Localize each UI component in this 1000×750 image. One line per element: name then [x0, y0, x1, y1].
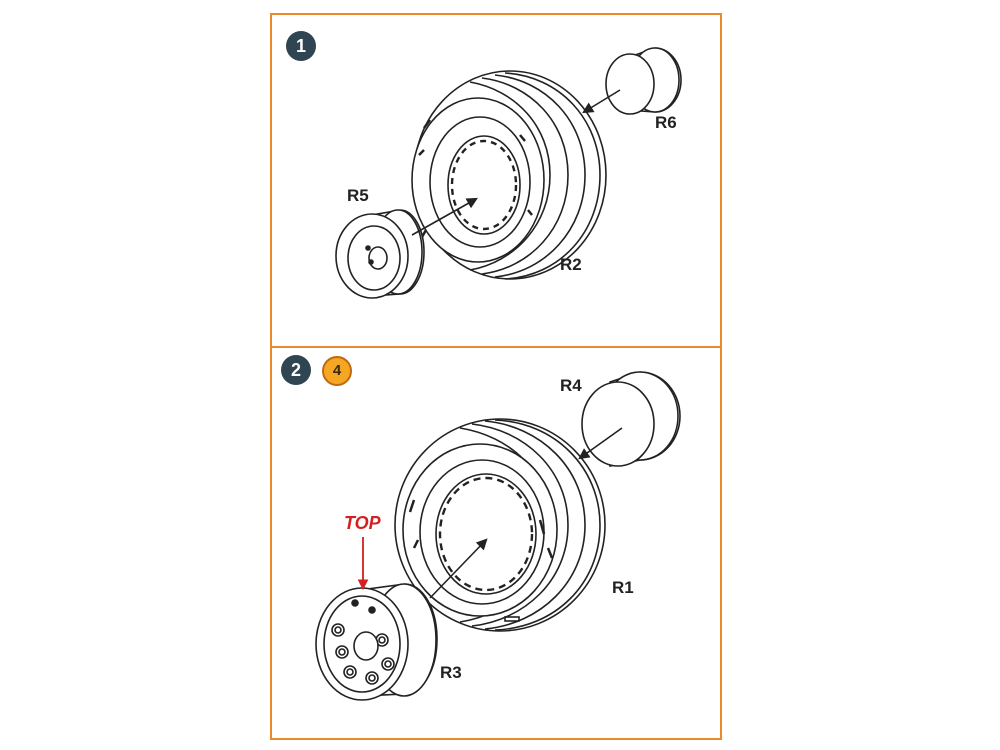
hubcap-r6 — [605, 47, 682, 115]
top-orientation-label: TOP — [344, 513, 381, 533]
hub-r3 — [315, 583, 438, 701]
hub-r5 — [335, 209, 425, 299]
arrow-r3-to-r1 — [429, 538, 488, 599]
step-2-badge: 2 — [281, 355, 311, 385]
label-r2: R2 — [560, 255, 582, 274]
label-r1: R1 — [612, 578, 634, 597]
reference-step-badge: 4 — [322, 356, 352, 386]
label-r4: R4 — [560, 376, 582, 395]
instruction-frame — [270, 13, 722, 740]
tire-r2 — [411, 70, 607, 280]
label-r3: R3 — [440, 663, 462, 682]
reference-step-number: 4 — [332, 362, 342, 379]
tire-r1 — [394, 418, 606, 632]
step-1-badge: 1 — [286, 31, 316, 61]
label-r6: R6 — [655, 113, 677, 132]
arrow-r5-to-r2 — [411, 197, 478, 236]
cap-r4 — [581, 371, 681, 467]
arrow-r6-to-r2 — [582, 89, 621, 114]
step-divider — [272, 346, 720, 348]
arrow-r4-to-r1 — [578, 427, 623, 460]
label-r5: R5 — [347, 186, 369, 205]
